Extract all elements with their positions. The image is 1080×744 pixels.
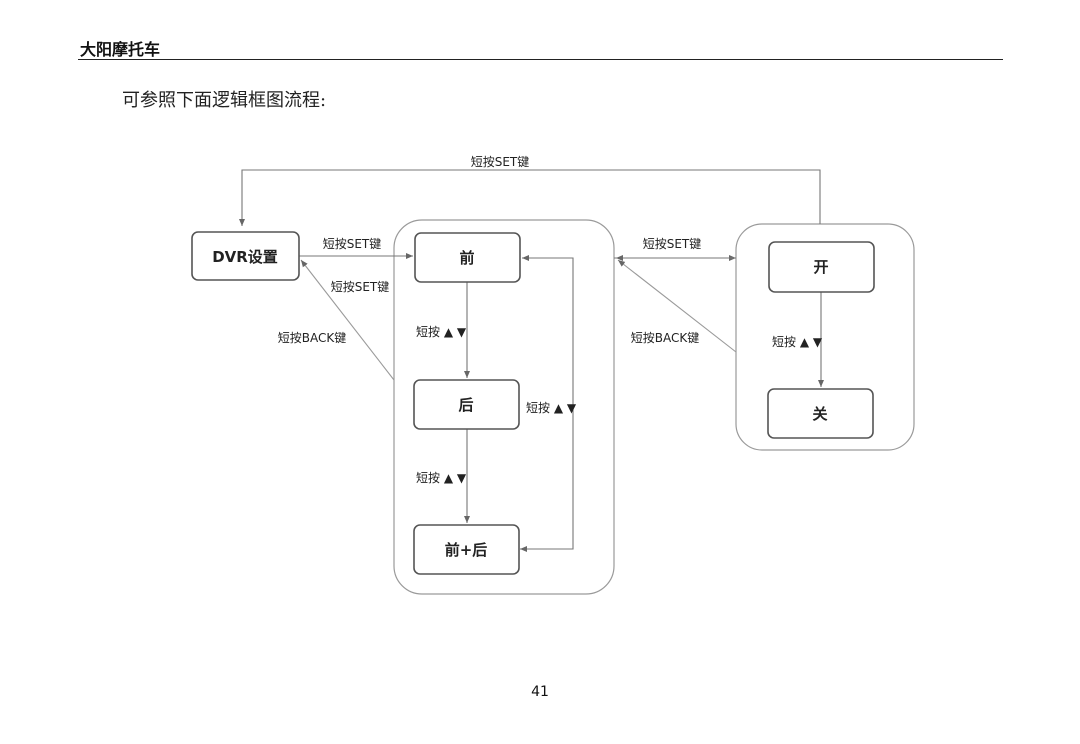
front-to-dvr-label: 短按SET键 — [331, 280, 390, 294]
dvr-to-front-label: 短按SET键 — [323, 237, 382, 251]
loop-back-label: 短按 ▲ ▼ — [526, 401, 577, 415]
node-dvr-settings-label: DVR设置 — [212, 248, 278, 266]
front-to-rear-label: 短按 ▲ ▼ — [416, 325, 467, 339]
on-to-off-label: 短按 ▲ ▼ — [772, 335, 823, 349]
intro-text: 可参照下面逻辑框图流程: — [122, 90, 327, 111]
node-on — [768, 241, 875, 293]
group-back-label: 短按BACK键 — [278, 331, 346, 345]
rear-to-front-rear-label: 短按 ▲ ▼ — [416, 471, 467, 485]
node-front — [414, 232, 521, 283]
node-rear — [413, 379, 520, 430]
on-back-edge — [617, 259, 737, 353]
header-title: 大阳摩托车 — [80, 40, 161, 59]
node-front-label: 前 — [459, 249, 474, 267]
page-number: 41 — [531, 684, 549, 700]
node-front-rear-label: 前+后 — [445, 541, 488, 559]
node-front-rear — [413, 524, 520, 575]
node-rear-label: 后 — [458, 396, 473, 414]
node-on-label: 开 — [813, 258, 828, 276]
node-dvr-settings — [191, 231, 300, 281]
top-loop-edge — [239, 169, 821, 226]
node-off-label: 关 — [812, 405, 827, 423]
header-rule — [78, 59, 1003, 60]
group-back-edge — [300, 259, 395, 381]
node-off — [767, 388, 874, 439]
to-on-label: 短按SET键 — [643, 237, 702, 251]
on-back-label: 短按BACK键 — [631, 331, 699, 345]
top-loop-label: 短按SET键 — [471, 155, 530, 169]
